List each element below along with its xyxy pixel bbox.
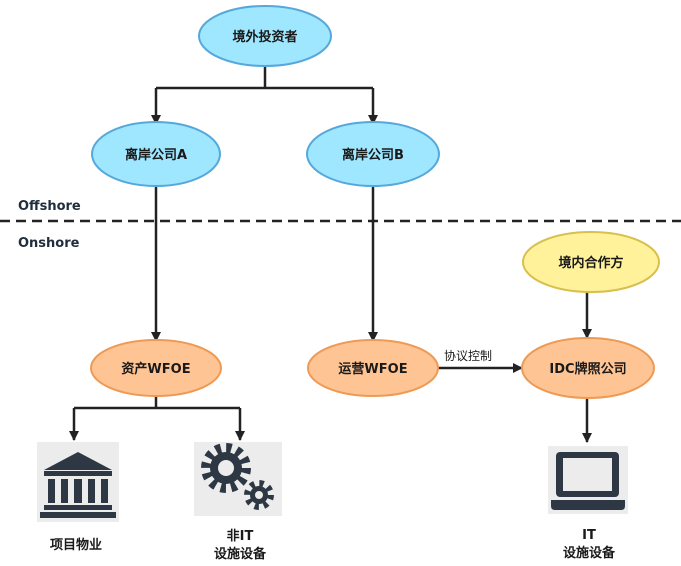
node-offshore-a: 离岸公司A [91,121,221,187]
node-idc-company: IDC牌照公司 [521,337,655,399]
node-offshore-b: 离岸公司B [306,121,440,187]
bank-building-icon [37,442,119,522]
node-idc-company-label: IDC牌照公司 [549,361,626,377]
gears-icon [194,442,282,516]
node-ops-wfoe-label: 运营WFOE [338,361,407,377]
node-offshore-b-label: 离岸公司B [342,147,404,163]
it-caption-line1: IT [582,528,596,543]
it-caption-line2: 设施设备 [563,545,616,561]
node-domestic-partner-label: 境内合作方 [558,255,623,271]
onshore-label: Onshore [18,236,80,251]
node-offshore-a-label: 离岸公司A [125,147,187,163]
offshore-label: Offshore [18,199,81,214]
node-foreign-investor: 境外投资者 [198,5,332,67]
contract-control-label: 协议控制 [444,348,492,363]
node-asset-wfoe: 资产WFOE [90,339,222,397]
node-foreign-investor-label: 境外投资者 [232,29,297,45]
non-it-caption-line2: 设施设备 [214,546,267,562]
node-domestic-partner: 境内合作方 [522,231,660,293]
node-asset-wfoe-label: 资产WFOE [121,361,190,377]
non-it-caption-line1: 非IT [227,528,254,544]
laptop-icon [548,446,628,514]
property-caption: 项目物业 [50,537,102,553]
node-ops-wfoe: 运营WFOE [307,339,439,397]
connectors [69,65,592,443]
